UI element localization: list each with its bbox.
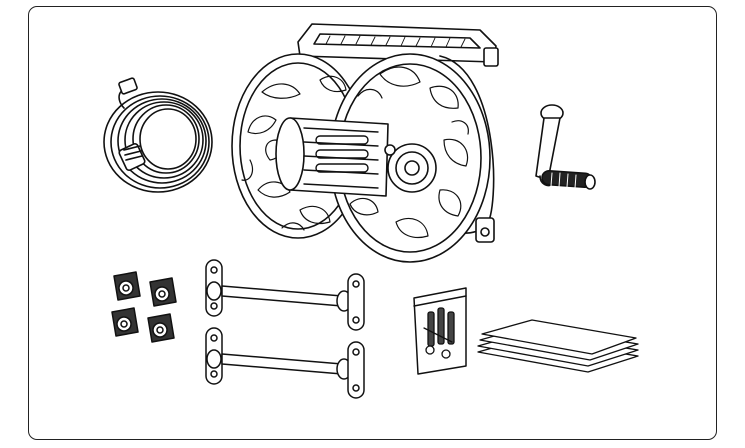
hose-guide-clip [149, 277, 177, 307]
hose-guide-clip [111, 307, 139, 337]
hose-guide-clip [147, 313, 175, 343]
wall-mount-bracket [205, 327, 365, 399]
hose-guide-clip [113, 271, 141, 301]
crank-handle [535, 104, 596, 190]
hose-guide-clips [111, 271, 177, 343]
wall-mount-bracket [205, 259, 365, 331]
wall-mount-brackets [205, 259, 365, 399]
hose-reel [231, 23, 499, 263]
instruction-manual [477, 319, 639, 373]
hardware-bag [413, 287, 467, 375]
hose [103, 77, 213, 193]
